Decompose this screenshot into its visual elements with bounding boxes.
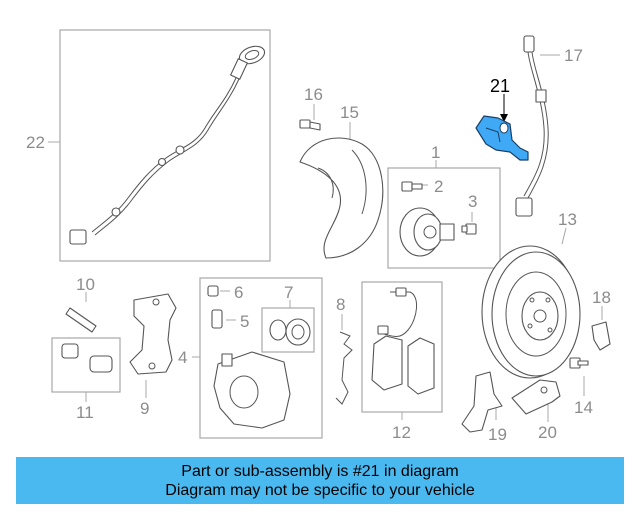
callout-2: 2	[434, 177, 443, 196]
pin-kit-11	[61, 343, 113, 373]
caliper-4	[213, 351, 291, 429]
box-22	[59, 29, 271, 262]
bleeder-6	[207, 285, 219, 297]
callout-6: 6	[234, 283, 243, 302]
callout-13: 13	[558, 210, 577, 229]
callout-10: 10	[76, 275, 95, 294]
callout-12: 12	[392, 423, 411, 442]
brake-rotor-13	[481, 245, 581, 379]
callout-11: 11	[76, 403, 94, 422]
callout-9: 9	[140, 399, 149, 418]
bolt-2	[401, 181, 423, 192]
brake-pads-12	[371, 287, 435, 395]
callout-5: 5	[240, 312, 249, 331]
callout-16: 16	[304, 85, 323, 104]
callouts: 1 2 3 4 5 6 7 8 9 10 11 12 13 14 15 16 1…	[26, 46, 611, 444]
callout-14: 14	[574, 398, 593, 417]
bolt-16	[299, 119, 321, 131]
box-1	[387, 167, 501, 269]
callout-18: 18	[592, 288, 611, 307]
caliper-bracket-9	[129, 293, 177, 375]
callout-22: 22	[26, 133, 45, 152]
hub-bearing-1	[399, 207, 455, 257]
callout-8: 8	[336, 295, 345, 314]
callout-15: 15	[340, 103, 359, 122]
brake-hose-17	[515, 35, 549, 217]
banner-line-1: Part or sub-assembly is #21 in diagram	[181, 463, 459, 480]
callout-17: 17	[564, 46, 583, 65]
bracket-20	[511, 379, 561, 415]
seal-kit-7	[269, 318, 311, 346]
callout-7: 7	[284, 283, 293, 302]
banner-line-2: Diagram may not be specific to your vehi…	[165, 482, 475, 499]
callout-20: 20	[538, 423, 557, 442]
guide-pin-10	[65, 307, 97, 333]
callout-21: 21	[490, 76, 510, 96]
box-4	[199, 277, 323, 439]
info-banner: Part or sub-assembly is #21 in diagram D…	[16, 457, 624, 504]
bleeder-5	[211, 309, 223, 329]
spring-8	[335, 331, 353, 405]
callout-1: 1	[431, 143, 440, 162]
bolt-3	[461, 223, 477, 235]
clip-18	[591, 321, 611, 351]
box-7	[261, 307, 315, 353]
screw-14	[569, 357, 589, 369]
abs-sensor-21[interactable]	[475, 115, 529, 161]
callout-19: 19	[488, 425, 507, 444]
parts-diagram: 1 2 3 4 5 6 7 8 9 10 11 12 13 14 15 16 1…	[26, 29, 611, 444]
abs-wire-harness	[69, 45, 266, 245]
bracket-19	[461, 371, 503, 433]
callout-4: 4	[178, 348, 187, 367]
callout-3: 3	[468, 192, 477, 211]
splash-shield-15	[299, 137, 384, 259]
